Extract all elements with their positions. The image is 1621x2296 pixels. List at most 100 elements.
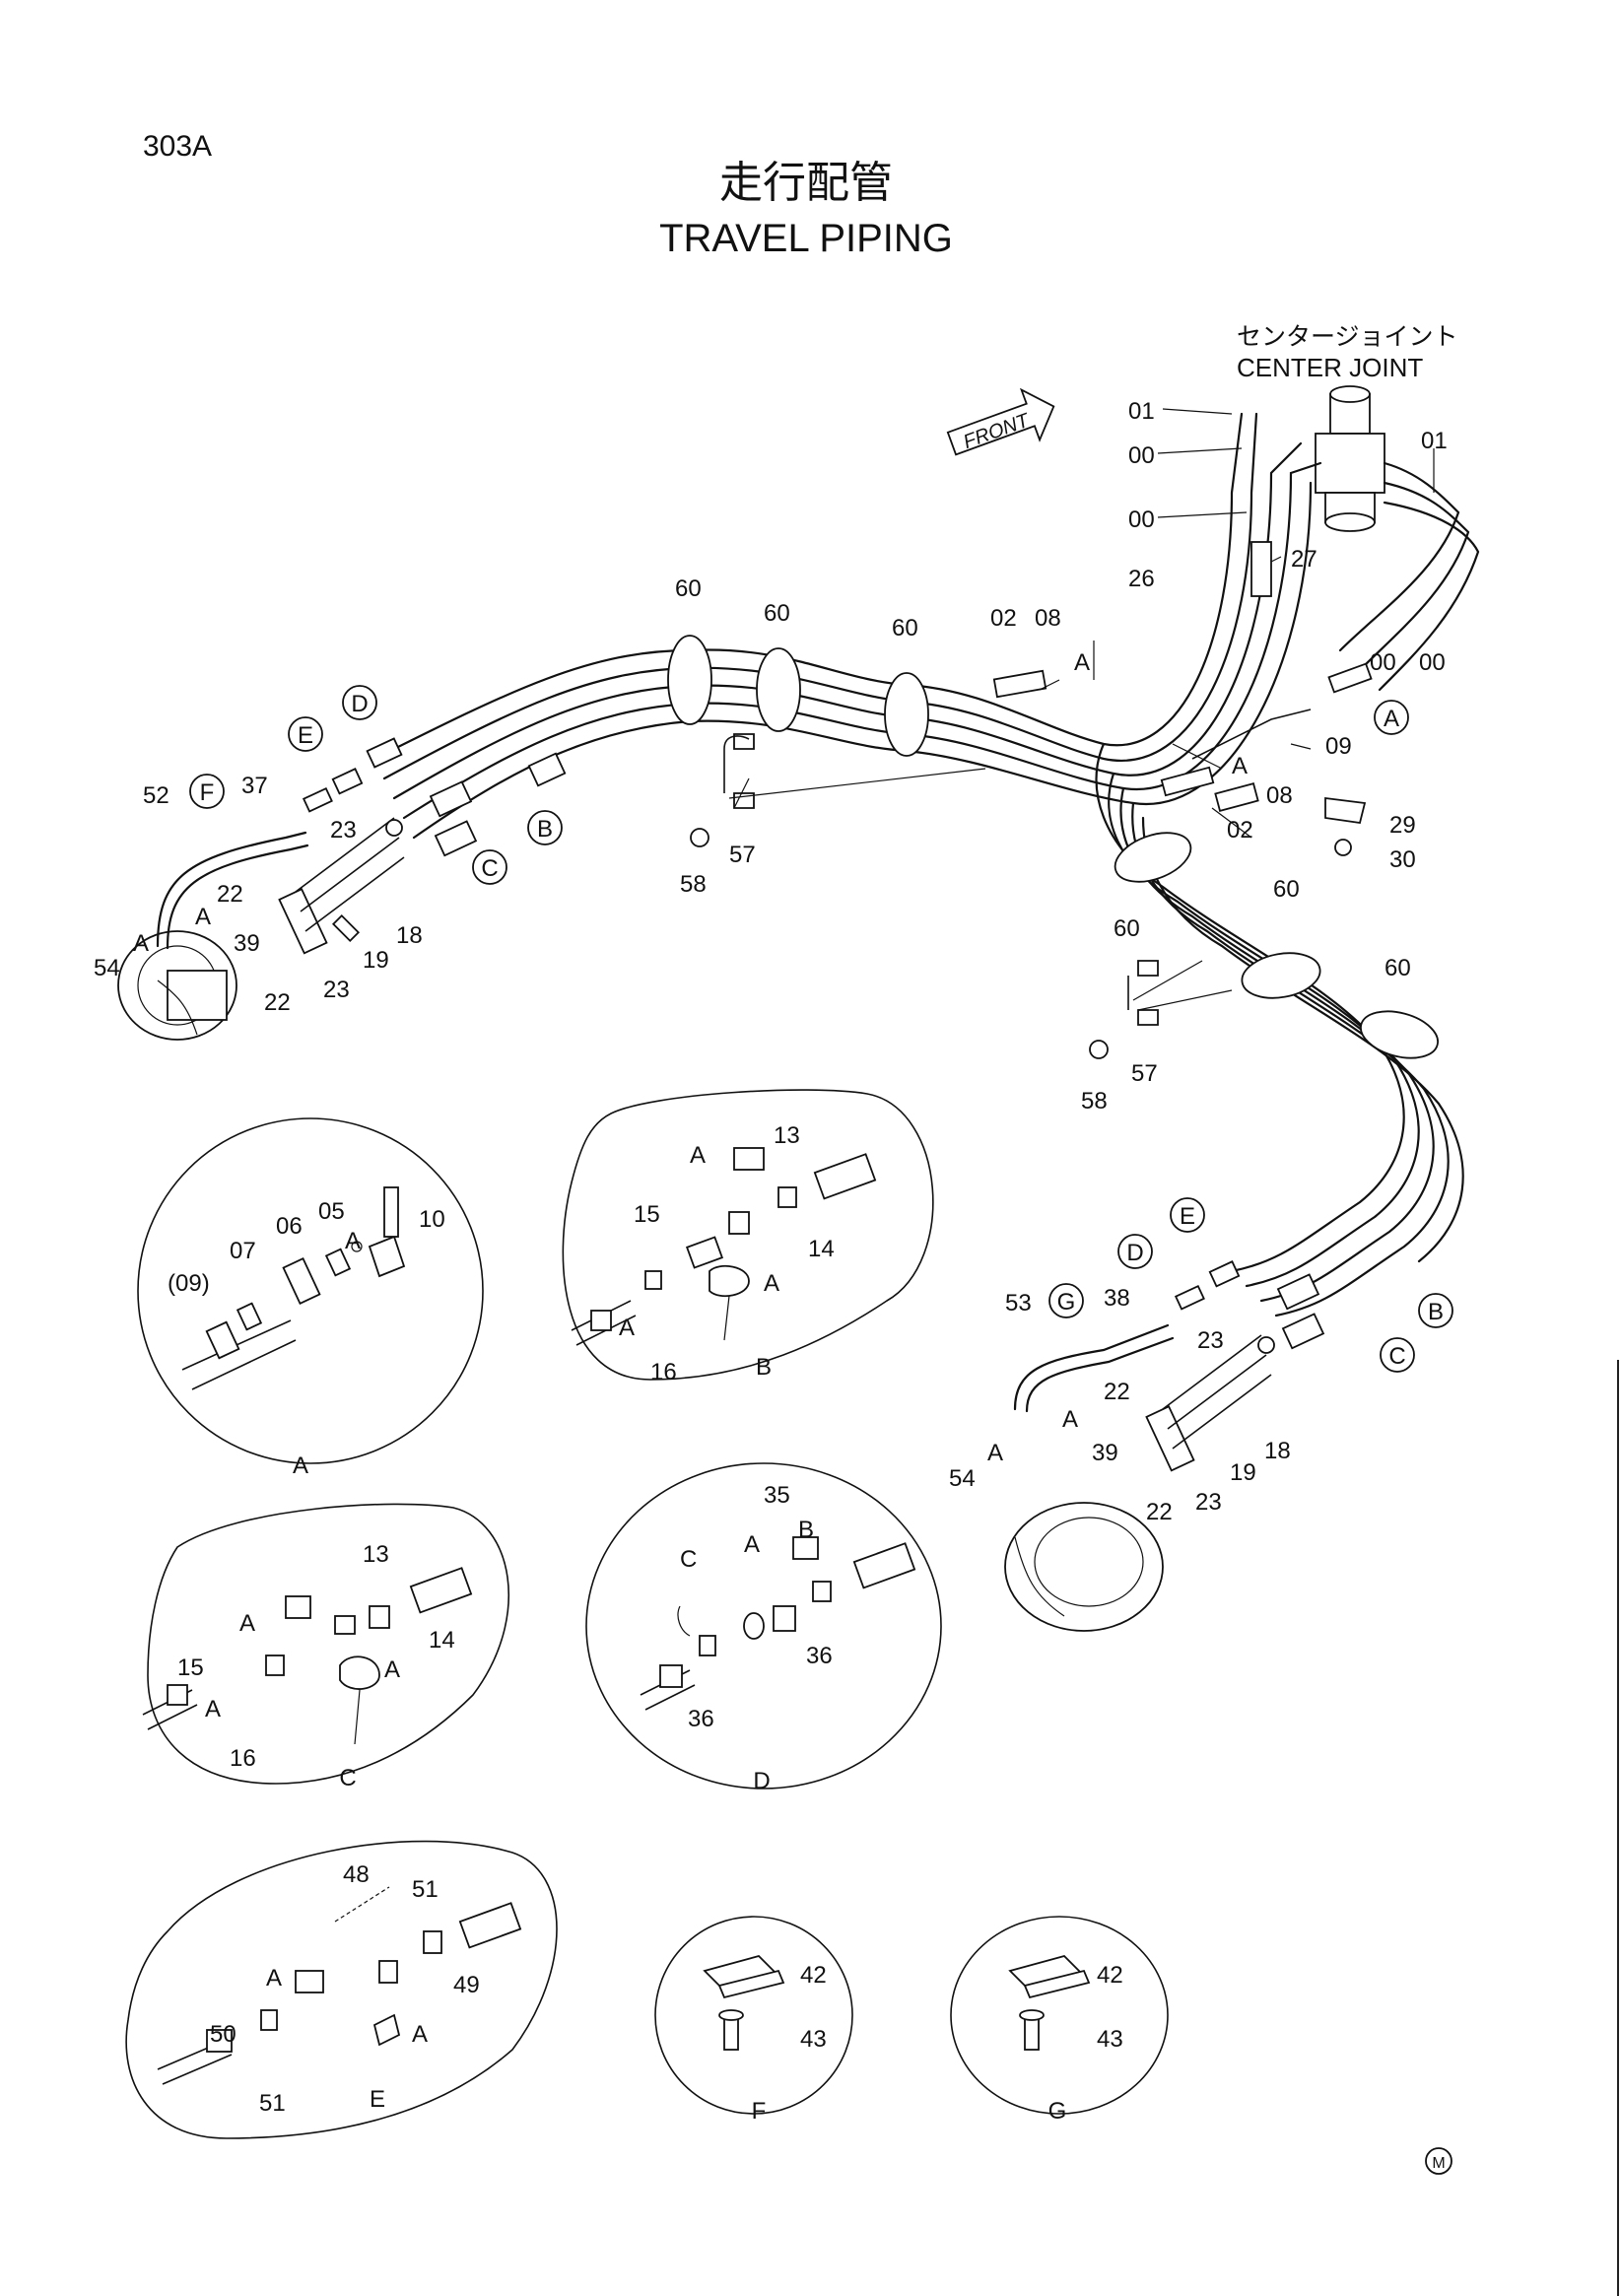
part-label: 43 <box>800 2026 827 2053</box>
part-label: 19 <box>363 947 389 974</box>
center-joint-icon <box>1315 385 1385 532</box>
detail-g-callout <box>950 1916 1169 2115</box>
part-label: 16 <box>230 1745 256 1772</box>
part-label: 50 <box>210 2021 236 2048</box>
part-label: 15 <box>177 1654 204 1681</box>
lower-right-fittings <box>1174 1260 1325 1350</box>
part-label: 18 <box>1264 1438 1291 1464</box>
pipe-18-19-left <box>278 817 405 955</box>
part-label: 60 <box>1385 955 1411 981</box>
part-label: A <box>987 1440 1003 1466</box>
part-label: 58 <box>680 871 707 898</box>
part-label: A <box>1062 1406 1078 1433</box>
part-label: A <box>690 1142 706 1169</box>
detail-title-f: F <box>752 2098 767 2125</box>
main-hose-bundle <box>372 412 1480 1317</box>
bracket-57-upper <box>690 733 755 847</box>
circle-ref: E <box>1180 1203 1195 1230</box>
hose-clamps <box>667 635 1439 1059</box>
part-label: 14 <box>429 1627 455 1654</box>
part-label: A <box>205 1696 221 1722</box>
detail-d-labels: 35 B A C 36 36 D <box>680 1482 833 1794</box>
part-label: 00 <box>1128 442 1155 469</box>
pipe-18-19-right <box>1145 1334 1275 1472</box>
part-label: A <box>384 1656 400 1683</box>
circle-ref: F <box>200 779 215 806</box>
m-mark-icon <box>1425 2147 1452 2175</box>
detail-e-labels: 48 51 A 49 50 A 51 E <box>210 1861 480 2117</box>
part-label: 51 <box>259 2090 286 2117</box>
part-label: 23 <box>330 817 357 844</box>
title-japanese: 走行配管 <box>719 159 893 207</box>
part-label: 01 <box>1128 398 1155 425</box>
part-label: 39 <box>1092 1440 1118 1466</box>
part-label: 54 <box>949 1465 976 1492</box>
part-label: 60 <box>1114 915 1140 942</box>
part-label: 22 <box>1104 1379 1130 1405</box>
circle-ref: D <box>1126 1240 1143 1266</box>
part-label: 57 <box>1131 1060 1158 1087</box>
detail-a-labels: (09) 07 06 05 A 10 A <box>168 1198 445 1479</box>
detail-title-g: G <box>1048 2098 1067 2125</box>
part-label: 60 <box>764 600 790 627</box>
part-label: 00 <box>1128 506 1155 533</box>
leader-lines <box>728 408 1435 1011</box>
part-label: A <box>266 1965 282 1992</box>
part-label: (09) <box>168 1270 210 1297</box>
page-code: 303A <box>143 130 212 163</box>
part-label: 23 <box>323 977 350 1003</box>
part-label: 35 <box>764 1482 790 1509</box>
part-label: 49 <box>453 1972 480 1998</box>
detail-c-callout <box>142 1503 510 1785</box>
circled-references: E D F B C A E D G B C <box>189 685 1453 1373</box>
part-label: 02 <box>990 605 1017 632</box>
hose-53 <box>1025 1336 1175 1413</box>
part-label: 29 <box>1389 812 1416 839</box>
part-label: 57 <box>729 842 756 868</box>
part-label: 13 <box>363 1541 389 1568</box>
part-label: 22 <box>217 881 243 908</box>
circle-ref: A <box>1384 706 1399 732</box>
part-label: 06 <box>276 1213 303 1240</box>
circle-ref: C <box>1388 1343 1405 1370</box>
detail-title-b: B <box>756 1354 772 1381</box>
detail-c-labels: 13 A 15 14 A A 16 C <box>177 1541 455 1791</box>
circle-ref: B <box>1428 1299 1444 1325</box>
detail-title-a: A <box>293 1452 308 1479</box>
part-label: 14 <box>808 1236 835 1262</box>
right-fittings <box>992 541 1373 856</box>
bracket-57-lower <box>1089 960 1159 1059</box>
detail-b-labels: 13 A 15 14 A A 16 B <box>619 1122 835 1385</box>
edge-rule <box>1617 1360 1619 2296</box>
part-label: 15 <box>634 1201 660 1228</box>
travel-motor-right <box>1004 1502 1164 1632</box>
part-label: 07 <box>230 1238 256 1264</box>
part-label: 27 <box>1291 546 1317 573</box>
part-label: 58 <box>1081 1088 1108 1114</box>
part-label: 36 <box>688 1706 714 1732</box>
part-label: 09 <box>1325 733 1352 760</box>
part-label: A <box>239 1610 255 1637</box>
part-label: 10 <box>419 1206 445 1233</box>
part-label: 05 <box>318 1198 345 1225</box>
detail-f-callout <box>654 1916 853 2115</box>
part-label: 22 <box>1146 1499 1173 1525</box>
part-label: 39 <box>234 930 260 957</box>
part-label: 26 <box>1128 566 1155 592</box>
part-label: A <box>764 1270 779 1297</box>
part-label: 53 <box>1005 1290 1032 1317</box>
part-label: 42 <box>800 1962 827 1989</box>
part-label: 48 <box>343 1861 370 1888</box>
part-label: A <box>744 1531 760 1558</box>
main-part-labels: 01 00 00 01 00 00 27 26 60 60 60 02 08 A… <box>94 398 1448 1525</box>
part-label: 19 <box>1230 1459 1256 1486</box>
circle-ref: E <box>298 722 313 749</box>
detail-d-callout <box>585 1462 942 1790</box>
part-label: 43 <box>1097 2026 1123 2053</box>
detail-g-labels: 42 43 G <box>1048 1962 1123 2125</box>
part-label: 00 <box>1370 649 1396 676</box>
detail-a-callout <box>137 1117 484 1464</box>
part-label: 60 <box>892 615 918 642</box>
